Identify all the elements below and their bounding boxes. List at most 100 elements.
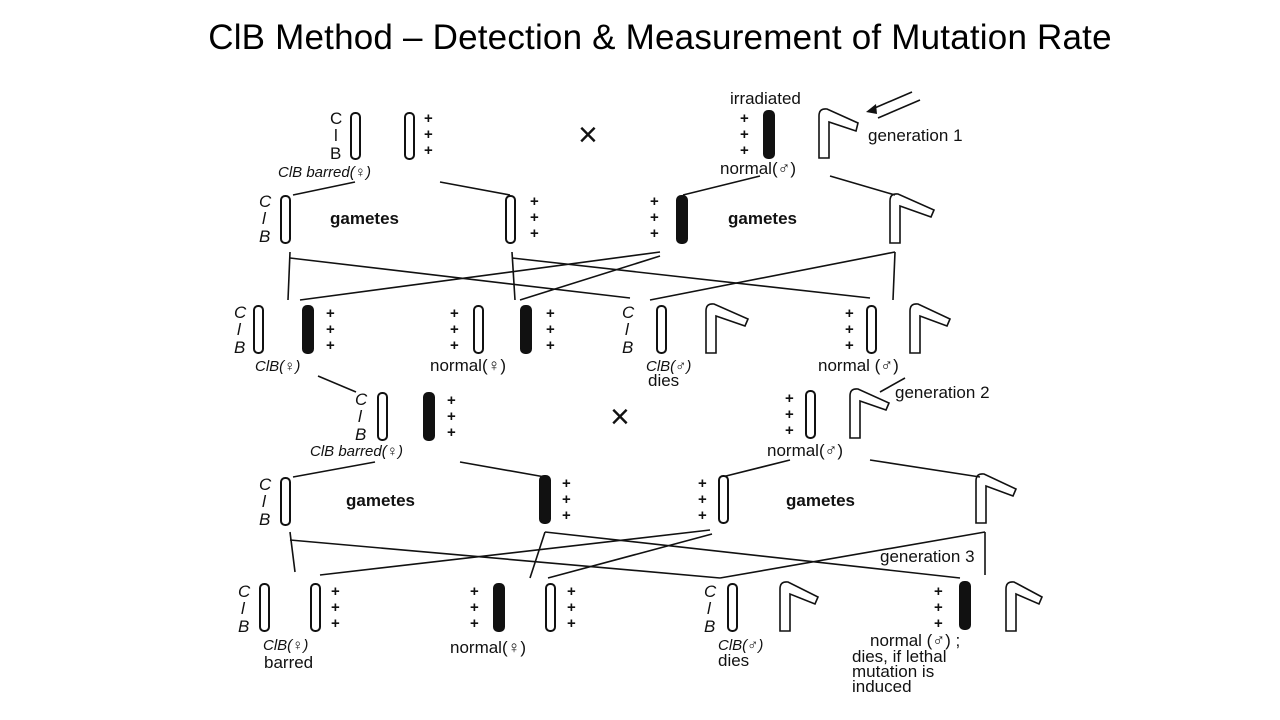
g1-male-label: normal(♂) (720, 159, 796, 178)
plus-sign: + (562, 491, 571, 508)
connector-line (547, 533, 713, 579)
connector-line (682, 175, 761, 196)
f1-clb-male-label: ClB(♂) (646, 358, 691, 375)
locus-c-label: C (238, 582, 251, 601)
g1-female-parent: C l B + + + ClB barred(♀) (278, 109, 433, 181)
plus-sign: + (567, 583, 576, 600)
connector-line (879, 377, 906, 393)
plus-sign: + (424, 110, 433, 127)
plus-sign: + (698, 507, 707, 524)
plus-sign: + (567, 599, 576, 616)
radiation-arrow (877, 99, 921, 119)
generation-3-label: generation 3 (880, 547, 975, 566)
locus-l-label: l (262, 209, 267, 228)
f1-clb-female-label: ClB(♀) (255, 358, 300, 375)
gametes-label: gametes (346, 491, 415, 510)
plus-sign: + (845, 305, 854, 322)
connector-line (511, 257, 871, 299)
plus-sign: + (698, 475, 707, 492)
g2-male-label: normal(♂) (767, 441, 843, 460)
x-chromosome (505, 195, 516, 244)
plus-sign: + (326, 321, 335, 338)
plus-sign: + (530, 209, 539, 226)
mutant-x-chromosome (302, 305, 314, 354)
g1-female-label: ClB barred(♀) (278, 164, 371, 181)
connector-line (719, 531, 986, 579)
y-chromosome (1005, 581, 1044, 632)
connector-line (869, 459, 981, 478)
generation-2-label: generation 2 (895, 383, 990, 402)
plus-sign: + (785, 422, 794, 439)
x-chromosome (805, 390, 816, 439)
gametes-row-1: C l B gametes + + + + + + gametes (259, 192, 936, 246)
plus-sign: + (740, 126, 749, 143)
locus-l-label: l (334, 126, 338, 145)
f1-normal-female: + + + + + + normal(♀) (430, 305, 555, 375)
plus-sign: + (934, 599, 943, 616)
cross-symbol: × (578, 116, 598, 154)
plus-sign: + (470, 615, 479, 632)
plus-sign: + (934, 583, 943, 600)
connector-line (721, 459, 791, 478)
slide-title: ClB Method – Detection & Measurement of … (208, 18, 1112, 57)
mutant-x-chromosome (520, 305, 532, 354)
plus-sign: + (546, 321, 555, 338)
plus-sign: + (562, 507, 571, 524)
plus-sign: + (845, 321, 854, 338)
x-chromosome (718, 475, 729, 524)
mutant-x-chromosome (539, 475, 551, 524)
f2-clb-female: C l B + + + ClB(♀) barred (238, 582, 340, 672)
plus-sign: + (331, 583, 340, 600)
y-chromosome (779, 581, 820, 632)
f2-normal-male-label: normal (♂) ; (870, 631, 960, 650)
plus-sign: + (470, 599, 479, 616)
gametes-row-2: C l B gametes + + + + + + gametes (259, 473, 1018, 529)
connector-line (529, 531, 546, 579)
mutant-x-chromosome (493, 583, 505, 632)
connector-line (319, 529, 711, 576)
plus-sign: + (698, 491, 707, 508)
locus-l-label: l (237, 320, 242, 339)
plus-sign: + (740, 110, 749, 127)
f2-normal-male-note-3: induced (852, 677, 912, 696)
connector-line (829, 175, 896, 196)
g2-female-label: ClB barred(♀) (310, 443, 403, 460)
connector-line (459, 461, 546, 478)
connector-line (511, 251, 516, 301)
y-chromosome (818, 108, 859, 159)
x-chromosome (473, 305, 484, 354)
connector-line (287, 251, 291, 301)
gametes-label: gametes (330, 209, 399, 228)
connector-line (892, 251, 896, 301)
locus-c-label: C (704, 582, 717, 601)
mutant-x-chromosome (423, 392, 435, 441)
irradiated-label: irradiated (730, 89, 801, 108)
locus-c-label: C (622, 303, 635, 322)
plus-sign: + (450, 337, 459, 354)
generation-1-label: generation 1 (868, 126, 963, 145)
f1-clb-female: C l B + + + ClB(♀) (234, 303, 335, 375)
g2-female-parent: C l B + + + ClB barred(♀) (310, 390, 456, 460)
x-chromosome (545, 583, 556, 632)
f2-clb-male-label: ClB(♂) (718, 637, 763, 654)
y-chromosome (975, 473, 1018, 524)
f1-clb-male-note: dies (648, 371, 679, 390)
plus-sign: + (530, 225, 539, 242)
mutant-x-chromosome (959, 581, 971, 630)
clb-x-chromosome (280, 195, 291, 244)
locus-b-label: B (238, 617, 249, 636)
connector-line (519, 255, 661, 301)
f1-normal-male: + + + normal (♂) (818, 303, 952, 375)
locus-l-label: l (358, 407, 363, 426)
plus-sign: + (450, 305, 459, 322)
clb-x-chromosome (280, 477, 291, 526)
arrow-head (866, 104, 877, 114)
plus-sign: + (785, 390, 794, 407)
connector-line (289, 531, 296, 573)
f2-normal-male-note-2: mutation is (852, 662, 934, 681)
y-chromosome (889, 193, 936, 244)
plus-sign: + (326, 305, 335, 322)
gametes-label: gametes (728, 209, 797, 228)
f2-normal-female-label: normal(♀) (450, 638, 526, 657)
